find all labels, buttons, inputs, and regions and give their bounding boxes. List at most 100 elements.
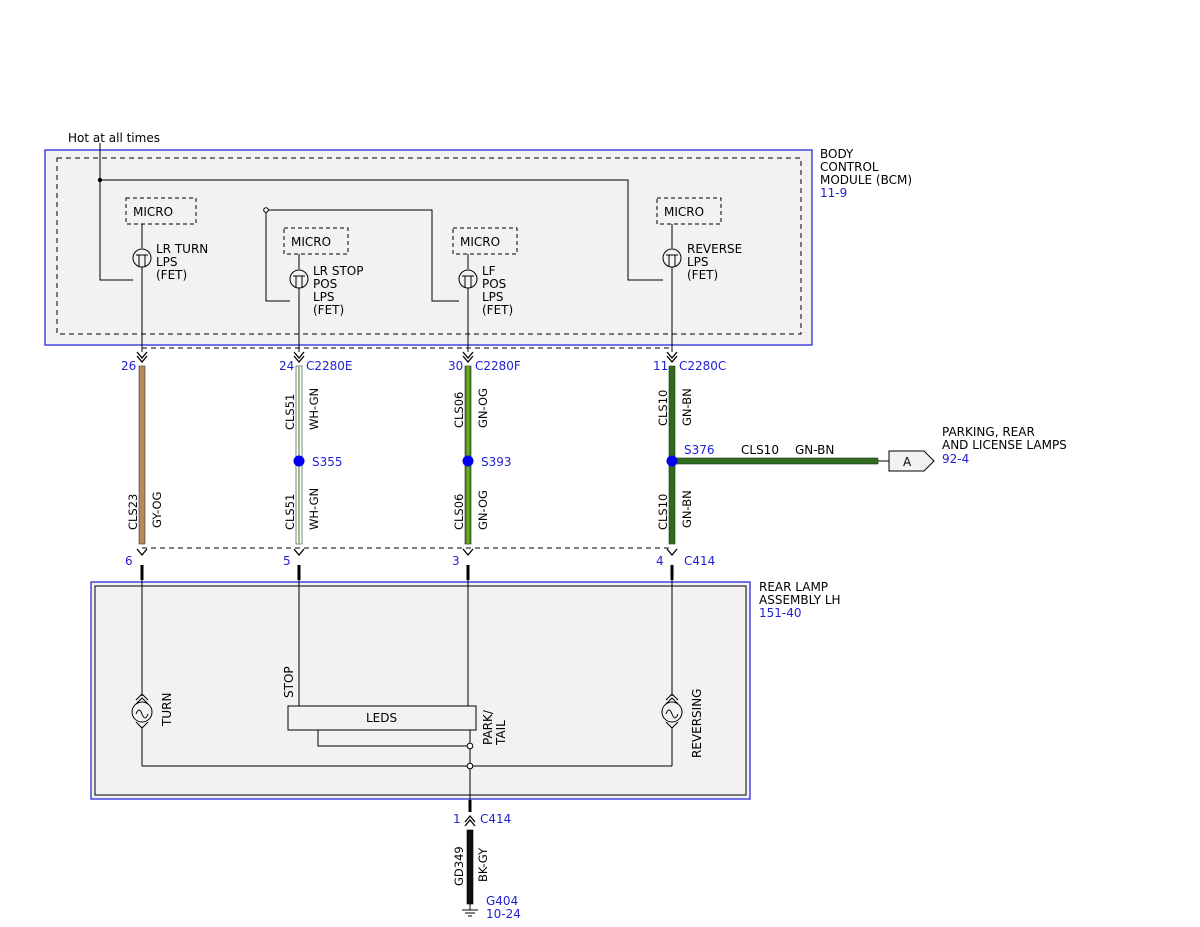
connector-name[interactable]: C414: [684, 554, 715, 568]
bcm-name-line1: BODY: [820, 147, 854, 161]
pin-chevron: [293, 351, 305, 360]
wire-circuit-label: CLS51: [283, 494, 297, 530]
pin-chevron: [464, 814, 476, 823]
lf-pos-label-3: LPS: [482, 290, 504, 304]
pin-chevron: [136, 355, 148, 364]
pin-chevron: [293, 548, 305, 557]
wire-gn-og: [464, 365, 472, 545]
micro-box-reverse: MICRO: [656, 197, 722, 225]
stop-supply-junction: [263, 207, 269, 213]
wire-color-label: GN-BN: [680, 490, 694, 528]
wire-circuit-label: CLS06: [452, 392, 466, 428]
pin-number: 1: [453, 812, 461, 826]
pin-chevron: [666, 351, 678, 360]
rear-lamp-name-line2: ASSEMBLY LH: [759, 593, 841, 607]
bcm-outer-border: [44, 149, 813, 346]
hot-supply-feed: [99, 143, 133, 281]
wire-circuit-label: CLS23: [126, 494, 140, 530]
pin-chevron: [462, 548, 474, 557]
micro-label: MICRO: [291, 235, 331, 249]
supply-bus: [100, 179, 663, 281]
ground-point-name[interactable]: G404: [486, 894, 518, 908]
lf-pos-label-2: POS: [482, 277, 506, 291]
branch-circuit-label: CLS10: [741, 443, 779, 457]
turn-bulb-icon: [131, 693, 153, 729]
wire-circuit-label: CLS06: [452, 494, 466, 530]
wire-circuit-label: GD349: [452, 846, 466, 886]
splice-label[interactable]: S355: [312, 455, 343, 469]
micro-label: MICRO: [664, 205, 704, 219]
leds-module: LEDS: [287, 705, 477, 731]
lr-turn-label-3: (FET): [156, 268, 187, 282]
stop-label: STOP: [282, 666, 296, 698]
wire-color-label: GN-OG: [476, 388, 490, 428]
offpage-ref[interactable]: 92-4: [942, 452, 969, 466]
pin-chevron: [666, 548, 678, 557]
connector-name[interactable]: C2280E: [306, 359, 353, 373]
rear-lamp-ref[interactable]: 151-40: [759, 606, 802, 620]
bcm-inner-dashed: [56, 157, 802, 335]
reverse-label-2: LPS: [687, 255, 709, 269]
pin-chevron: [462, 351, 474, 360]
fet-lr-turn-icon: [132, 224, 152, 352]
bcm-ref[interactable]: 11-9: [820, 186, 847, 200]
splice-label[interactable]: S393: [481, 455, 512, 469]
connector-name[interactable]: C414: [480, 812, 511, 826]
pin-chevron: [293, 355, 305, 364]
lr-stop-label-4: (FET): [313, 303, 344, 317]
wire-circuit-label: CLS10: [656, 390, 670, 426]
wire-gn-bn-branch: [672, 457, 879, 465]
connector-name[interactable]: C2280F: [475, 359, 521, 373]
bcm-module: [44, 149, 813, 346]
pin-number: 30: [448, 359, 463, 373]
branch-color-label: GN-BN: [795, 443, 834, 457]
micro-box-lr-turn: MICRO: [125, 197, 197, 225]
rear-lamp-assembly: [90, 581, 751, 800]
ground-point-ref[interactable]: 10-24: [486, 907, 521, 921]
reverse-label-1: REVERSE: [687, 242, 742, 256]
wire-color-label: GN-OG: [476, 490, 490, 530]
wire-color-label: WH-GN: [307, 488, 321, 530]
wire-color-label: WH-GN: [307, 388, 321, 430]
wire-wh-gn: [295, 365, 303, 545]
micro-box-lf-pos: MICRO: [452, 227, 518, 255]
offpage-connector[interactable]: A: [888, 450, 935, 472]
lr-stop-label-1: LR STOP: [313, 264, 363, 278]
pin-chevron: [464, 818, 476, 827]
bcm-name-line2: CONTROL: [820, 160, 879, 174]
junction-dot: [466, 742, 474, 750]
leds-label: LEDS: [366, 711, 397, 725]
wire-circuit-label: CLS51: [283, 394, 297, 430]
lf-pos-label-1: LF: [482, 264, 496, 278]
bus-junction-dot: [97, 177, 103, 183]
turn-label: TURN: [160, 693, 174, 727]
lr-stop-label-2: POS: [313, 277, 337, 291]
splice-label[interactable]: S376: [684, 443, 715, 457]
hot-at-all-times-label: Hot at all times: [68, 131, 160, 145]
wire-circuit-label: CLS10: [656, 494, 670, 530]
lf-pos-label-4: (FET): [482, 303, 513, 317]
offpage-desc-line1: PARKING, REAR: [942, 425, 1035, 439]
fet-lr-stop-icon: [289, 254, 309, 352]
offpage-letter: A: [903, 455, 912, 469]
fet-reverse-icon: [662, 224, 682, 352]
junction-dot: [466, 762, 474, 770]
bcm-name-line3: MODULE (BCM): [820, 173, 912, 187]
reversing-label: REVERSING: [690, 689, 704, 758]
offpage-desc-line2: AND LICENSE LAMPS: [942, 438, 1067, 452]
splice-dot: [666, 455, 678, 467]
park-tail-label-2: TAIL: [494, 720, 508, 746]
pin-chevron: [462, 355, 474, 364]
lf-pos-supply: [266, 209, 459, 302]
splice-dot: [293, 455, 305, 467]
led-return: [317, 730, 470, 747]
wire-color-label: GN-BN: [680, 388, 694, 426]
wire-gy-og: [138, 365, 146, 545]
micro-label: MICRO: [133, 205, 173, 219]
connector-name[interactable]: C2280C: [679, 359, 726, 373]
micro-box-lr-stop: MICRO: [283, 227, 349, 255]
pin-number: 11: [653, 359, 668, 373]
pin-number: 24: [279, 359, 294, 373]
park-tail-label-1: PARK/: [481, 709, 495, 745]
